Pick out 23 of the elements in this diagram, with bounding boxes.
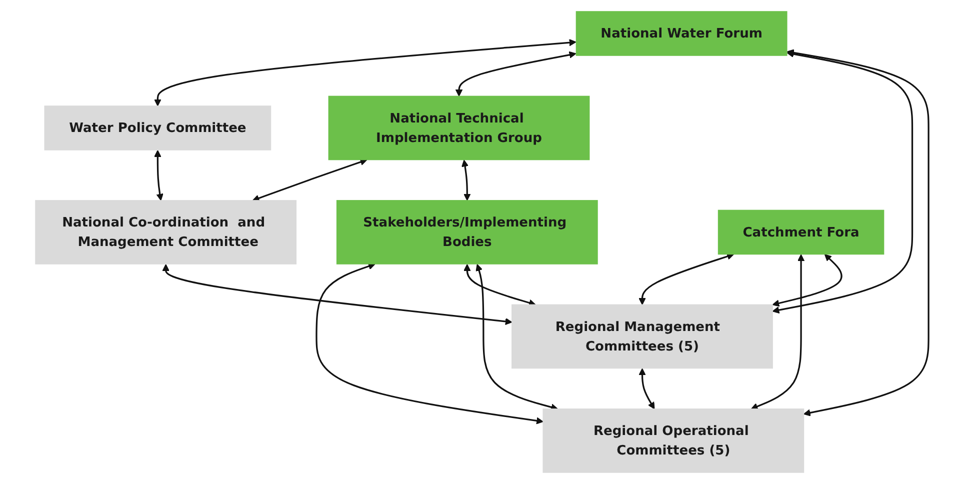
arrow	[316, 262, 544, 424]
arrow	[639, 252, 735, 306]
arrow	[772, 254, 843, 307]
arrow	[154, 150, 164, 201]
node-box: National Water Forum	[576, 11, 788, 56]
arrow	[252, 158, 368, 202]
arrow	[772, 50, 914, 314]
arrow	[462, 160, 472, 201]
arrow	[154, 39, 577, 106]
node-box: National Technical Implementation Group	[328, 96, 590, 160]
node-box: Regional Operational Committees (5)	[543, 408, 805, 473]
node-box: Catchment Fora	[718, 210, 885, 255]
node-box: Stakeholders/Implementing Bodies	[336, 200, 598, 264]
arrow	[464, 264, 536, 306]
arrow	[162, 264, 513, 326]
arrow	[476, 264, 558, 411]
arrow	[751, 254, 806, 410]
node-box: Water Policy Committee	[44, 106, 272, 150]
arrow	[787, 49, 930, 416]
arrow	[456, 51, 577, 97]
arrow	[639, 368, 656, 410]
node-box: Regional Management Committees (5)	[512, 304, 774, 369]
node-box: National Co-ordination and Management Committee	[36, 200, 297, 264]
